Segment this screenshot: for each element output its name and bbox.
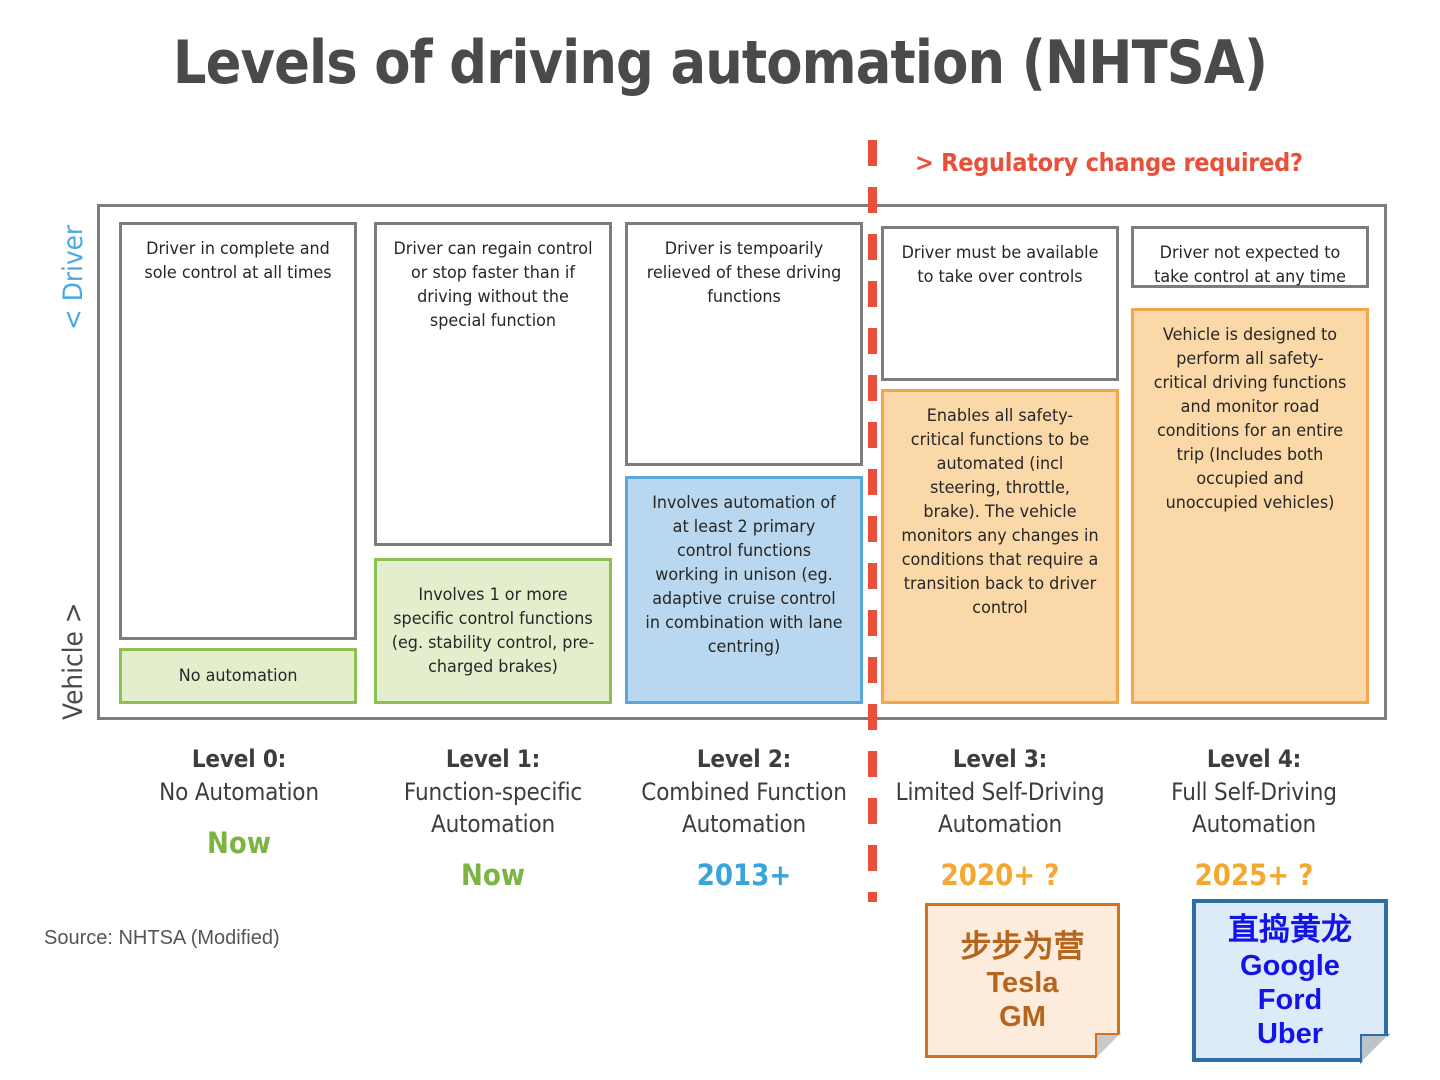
source-caption: Source: NHTSA (Modified) [44, 927, 280, 949]
level-footer-1: Level 1: Function-specific Automation No… [365, 745, 621, 892]
level-eta-3: 2020+ ? [940, 858, 1060, 892]
level-eta-4: 2025+ ? [1194, 858, 1314, 892]
regulatory-divider-dashed-line [868, 140, 877, 902]
automation-box-level-0: No automation [119, 648, 357, 704]
automation-text-level-3: Enables all safety-critical functions to… [901, 406, 1099, 618]
automation-box-level-2: Involves automation of at least 2 primar… [625, 476, 863, 704]
level-name-0: No Automation [159, 778, 319, 806]
automation-text-level-0: No automation [178, 666, 298, 686]
level-name-4: Full Self-Driving Automation [1171, 778, 1337, 838]
sticky-note-blue-line-2: Ford [1257, 983, 1323, 1016]
level-footer-2: Level 2: Combined Function Automation 20… [616, 745, 872, 892]
page-title: Levels of driving automation (NHTSA) [172, 28, 1268, 98]
level-number-4: Level 4: [1206, 745, 1302, 773]
sticky-note-orange-line-1: Tesla [986, 966, 1059, 999]
driver-role-box-level-2: Driver is tempoarily relieved of these d… [625, 222, 863, 466]
regulatory-change-note: > Regulatory change required? [915, 148, 1303, 177]
axis-label-driver: < Driver [58, 224, 89, 330]
sticky-note-fold-shadow-icon [1097, 1035, 1119, 1057]
automation-text-level-1: Involves 1 or more specific control func… [391, 585, 595, 677]
level-number-2: Level 2: [696, 745, 792, 773]
level-name-2: Combined Function Automation [641, 778, 847, 838]
level-column-1: Driver can regain control or stop faster… [374, 204, 612, 720]
level-footer-3: Level 3: Limited Self-Driving Automation… [872, 745, 1128, 892]
driver-role-text-level-3: Driver must be available to take over co… [901, 243, 1099, 287]
driver-role-text-level-1: Driver can regain control or stop faster… [393, 239, 593, 331]
level-number-3: Level 3: [952, 745, 1048, 773]
automation-box-level-3: Enables all safety-critical functions to… [881, 389, 1119, 704]
driver-role-box-level-3: Driver must be available to take over co… [881, 226, 1119, 381]
level-column-3: Driver must be available to take over co… [881, 204, 1119, 720]
level-column-0: Driver in complete and sole control at a… [119, 204, 357, 720]
driver-role-text-level-4: Driver not expected to take control at a… [1154, 243, 1346, 287]
driver-role-text-level-0: Driver in complete and sole control at a… [144, 239, 332, 283]
sticky-note-blue-line-3: Uber [1256, 1017, 1324, 1050]
level-footer-4: Level 4: Full Self-Driving Automation 20… [1126, 745, 1382, 892]
automation-box-level-1: Involves 1 or more specific control func… [374, 558, 612, 704]
automation-box-level-4: Vehicle is designed to perform all safet… [1131, 308, 1369, 704]
driver-role-box-level-0: Driver in complete and sole control at a… [119, 222, 357, 640]
sticky-note-fold-shadow-icon [1362, 1036, 1387, 1061]
sticky-note-orange-chinese: 步步为营 [960, 928, 1085, 965]
level-column-2: Driver is tempoarily relieved of these d… [625, 204, 863, 720]
level-eta-2: 2013+ [696, 858, 792, 892]
level-eta-1: Now [461, 858, 525, 892]
automation-text-level-2: Involves automation of at least 2 primar… [645, 493, 843, 657]
level-name-1: Function-specific Automation [403, 778, 583, 838]
sticky-note-blue-chinese: 直捣黄龙 [1228, 911, 1352, 948]
sticky-note-leapfrog[interactable]: 直捣黄龙 Google Ford Uber [1192, 899, 1390, 1064]
level-column-4: Driver not expected to take control at a… [1131, 204, 1369, 720]
driver-role-box-level-1: Driver can regain control or stop faster… [374, 222, 612, 546]
axis-label-vehicle: Vehicle > [58, 602, 89, 720]
level-footer-0: Level 0: No Automation Now [111, 745, 367, 860]
level-number-1: Level 1: [445, 745, 541, 773]
sticky-note-blue-line-1: Google [1240, 949, 1340, 982]
level-eta-0: Now [207, 826, 271, 860]
level-name-3: Limited Self-Driving Automation [895, 778, 1105, 838]
sticky-note-incremental[interactable]: 步步为营 Tesla GM [925, 903, 1121, 1059]
level-number-0: Level 0: [191, 745, 287, 773]
driver-role-text-level-2: Driver is tempoarily relieved of these d… [646, 239, 842, 307]
driver-role-box-level-4: Driver not expected to take control at a… [1131, 226, 1369, 288]
sticky-note-orange-line-2: GM [999, 1000, 1046, 1033]
automation-text-level-4: Vehicle is designed to perform all safet… [1153, 325, 1347, 513]
